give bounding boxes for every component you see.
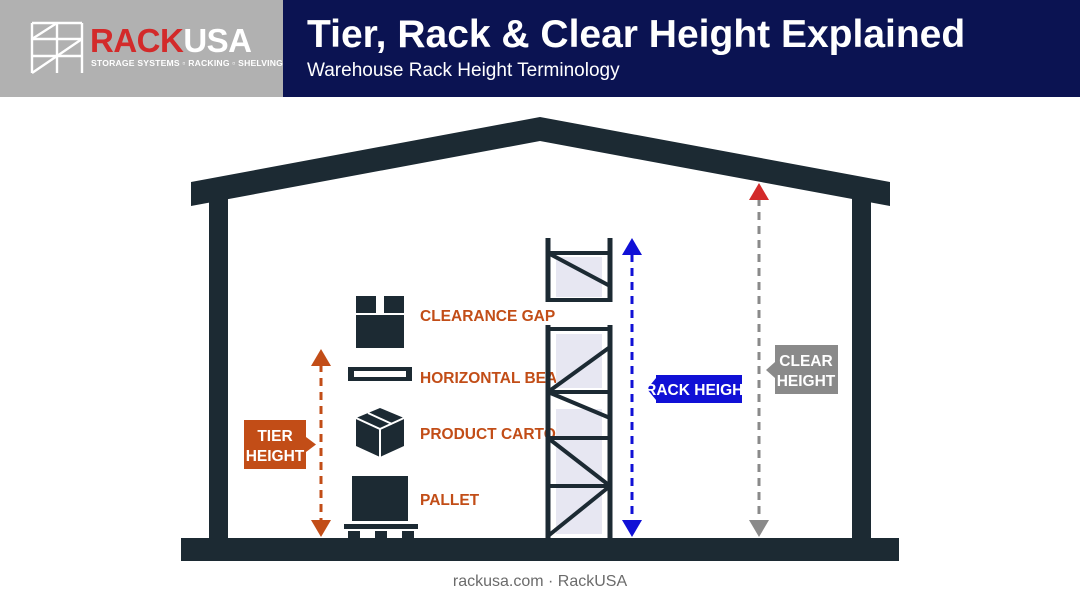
- clear-arrow-head-bottom: [749, 520, 769, 537]
- legend-clearance-gap: CLEARANCE GAP: [420, 308, 555, 325]
- warehouse-roof: [191, 117, 890, 206]
- brand-logo-text: RACKUSA: [90, 24, 252, 58]
- rack-height-label: RACK HEIGHT: [645, 382, 753, 399]
- warehouse-building: [181, 117, 899, 561]
- tier-height-line1: TIER: [257, 428, 292, 445]
- logo-panel: RACKUSA STORAGE SYSTEMS ▫ RACKING ▫ SHEL…: [0, 0, 283, 97]
- logo-usa-text: USA: [183, 22, 252, 59]
- warehouse-floor: [181, 538, 899, 561]
- tier-arrow-head-bottom: [311, 520, 331, 537]
- page-subtitle: Warehouse Rack Height Terminology: [307, 60, 620, 81]
- footer-credit: rackusa.com · RackUSA: [452, 573, 628, 590]
- page-title: Tier, Rack & Clear Height Explained: [307, 13, 966, 56]
- logo-tagline: STORAGE SYSTEMS ▫ RACKING ▫ SHELVING: [91, 58, 284, 68]
- clear-arrow-head-top: [749, 183, 769, 200]
- legend-pallet: PALLET: [420, 492, 480, 509]
- warehouse-diagram: CLEARANCE GAP HORIZONTAL BEAM PRODUCT CA…: [181, 117, 899, 561]
- pallet-icon: [344, 476, 418, 538]
- clearance-box-icon: [356, 296, 404, 348]
- product-carton-icon: [355, 408, 405, 457]
- legend-product-carton: PRODUCT CARTON: [420, 426, 567, 443]
- clear-height-badge: CLEAR HEIGHT: [766, 345, 838, 394]
- rack-arrow-head-bottom: [622, 520, 642, 537]
- clear-height-line1: CLEAR: [779, 353, 832, 370]
- tier-arrow-head-top: [311, 349, 331, 366]
- logo-rack-text: RACK: [90, 22, 184, 59]
- rack-arrow-head-top: [622, 238, 642, 255]
- horizontal-beam-icon: [348, 367, 412, 381]
- warehouse-left-wall: [209, 196, 228, 542]
- rack-logo-icon: [30, 21, 84, 74]
- tier-height-line2: HEIGHT: [246, 448, 305, 465]
- clear-height-line2: HEIGHT: [777, 373, 836, 390]
- legend-horizontal-beam: HORIZONTAL BEAM: [420, 370, 570, 387]
- warehouse-right-wall: [852, 196, 871, 542]
- tier-height-badge: TIER HEIGHT: [244, 420, 316, 469]
- header-banner: RACKUSA STORAGE SYSTEMS ▫ RACKING ▫ SHEL…: [0, 0, 1080, 97]
- pallet-rack: [545, 238, 613, 538]
- rack-height-badge: RACK HEIGHT: [645, 375, 753, 403]
